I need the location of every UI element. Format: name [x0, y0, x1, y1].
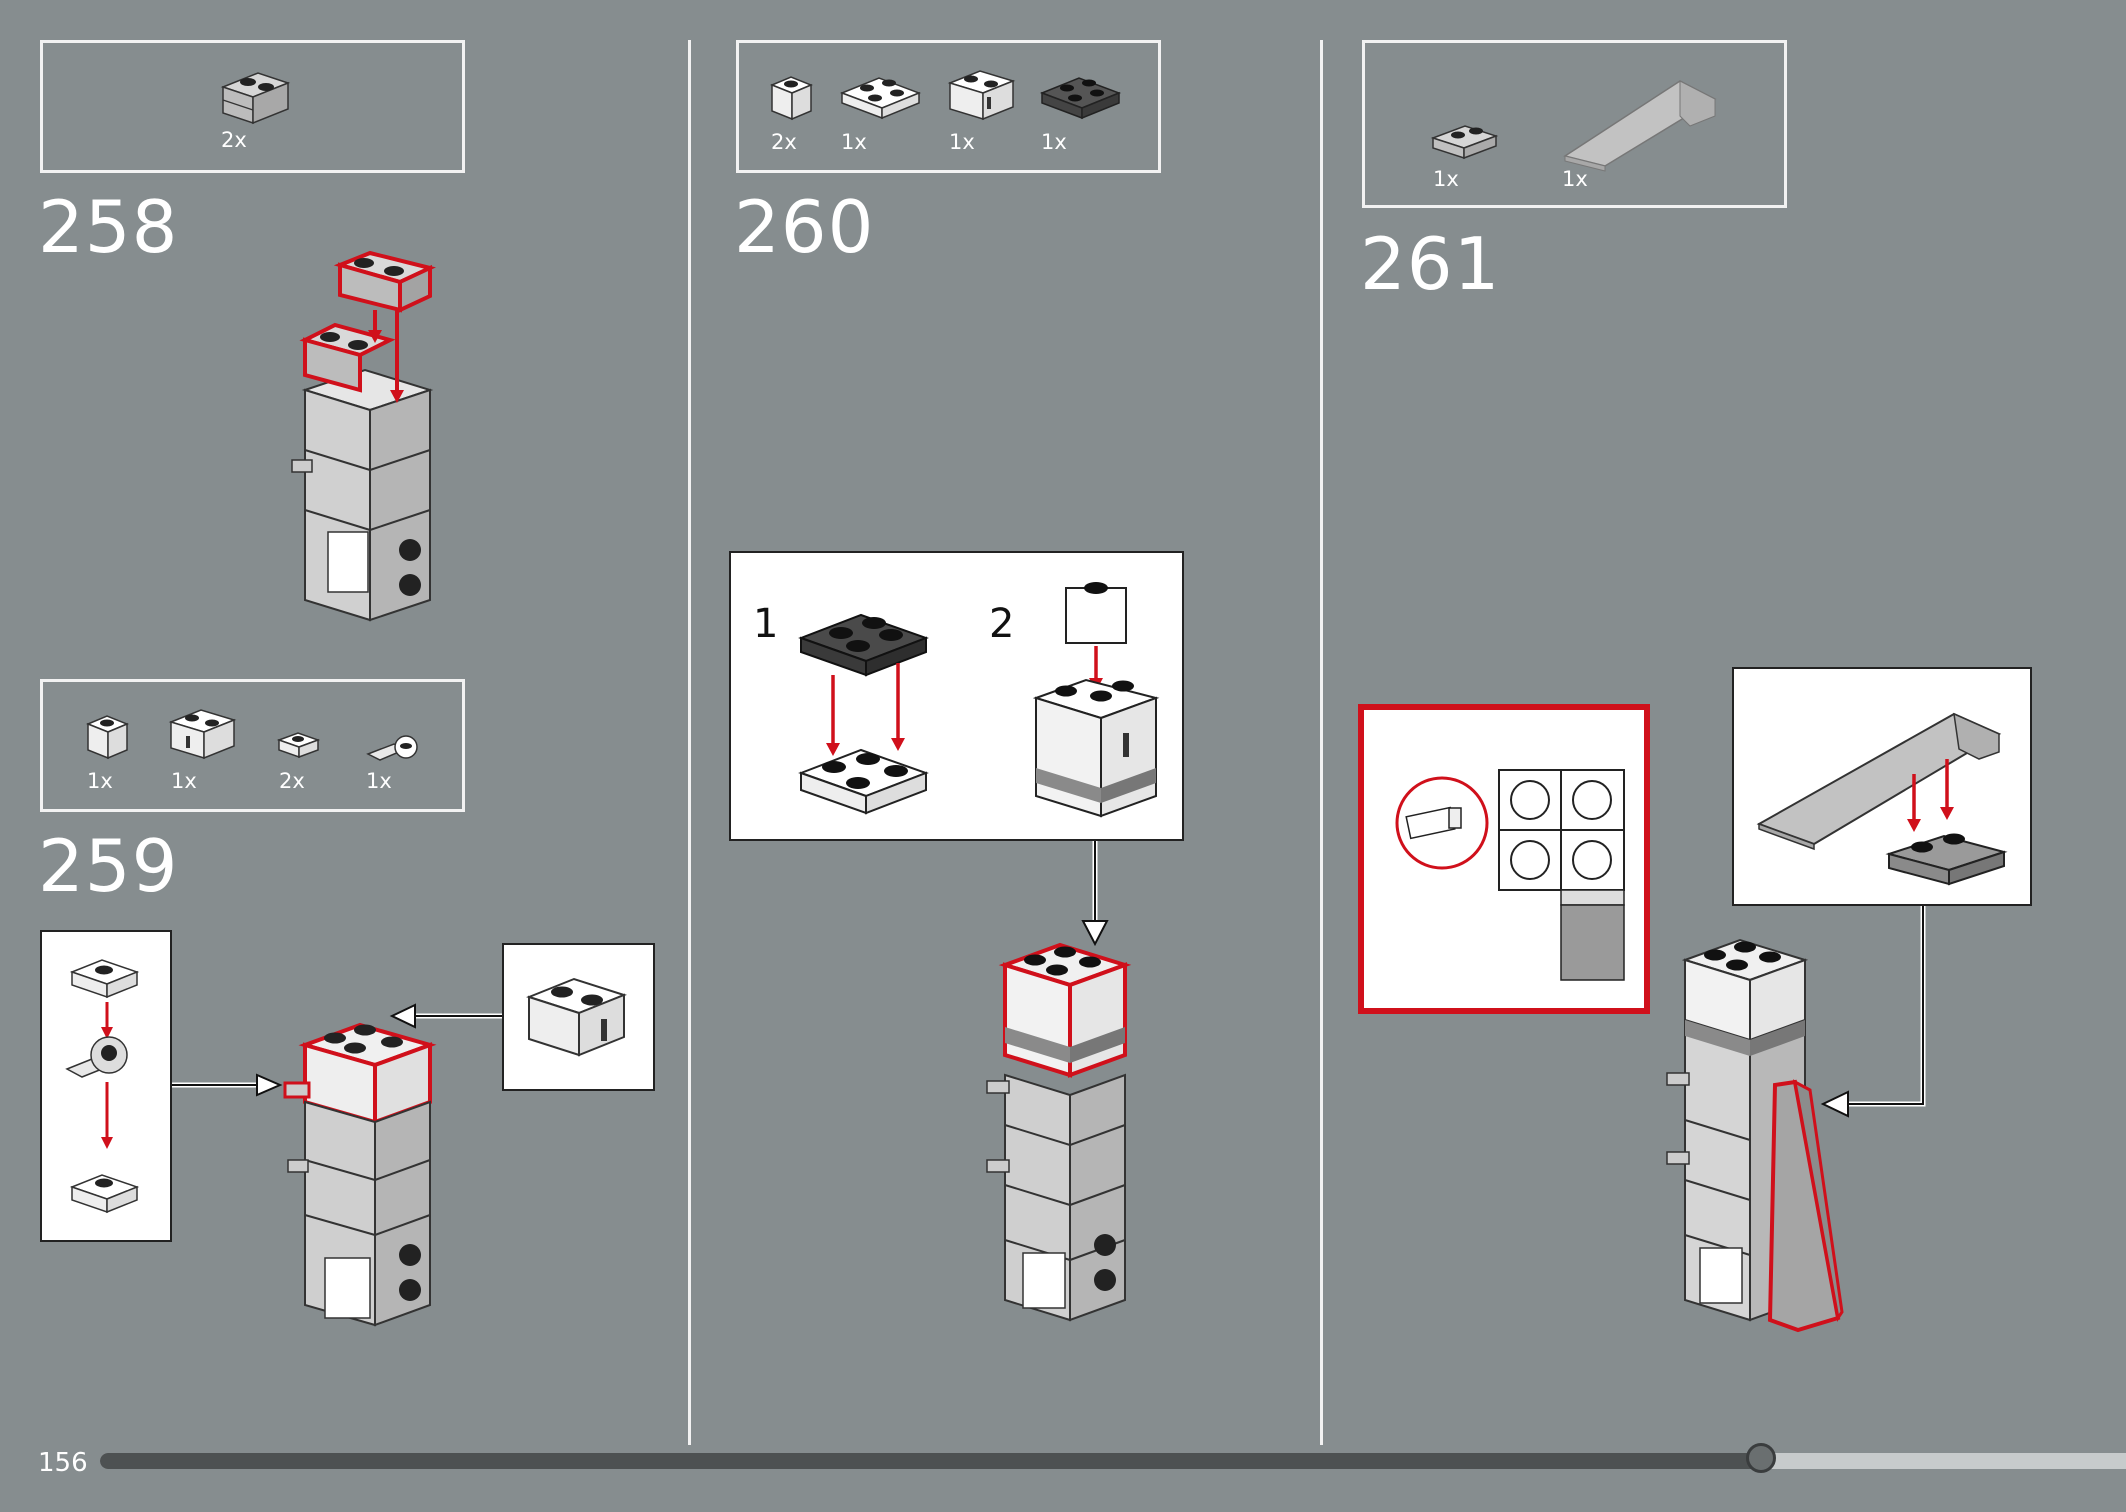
page-number: 156: [38, 1448, 88, 1478]
wedge-slope-icon: [1563, 80, 1717, 172]
brick-1x1-white-icon: [86, 715, 129, 760]
part-qty: 2x: [221, 128, 247, 152]
step-261-parts-box: 1x 1x: [1362, 40, 1787, 208]
step-number-259: 259: [38, 824, 179, 908]
brick-1x2-slot-icon: [947, 70, 1016, 121]
step-number-258: 258: [38, 185, 179, 269]
substep-number-2: 2: [989, 601, 1015, 647]
brick-1x1-white-icon: [770, 76, 813, 121]
step-260-callout: 1 2: [729, 551, 1184, 841]
step-number-261: 261: [1360, 222, 1501, 306]
substep-1-illustration: [798, 613, 929, 815]
arrow-callout-to-assembly-261: [1820, 906, 1926, 1118]
plate-clip-icon: [366, 735, 418, 761]
plate-2x2-white-icon: [839, 77, 922, 120]
step-259-callout-right: [502, 943, 655, 1091]
step-260-assembly-illustration: [986, 942, 1132, 1322]
column-divider-2: [1320, 40, 1323, 1445]
arrow-callout-to-assembly: [1081, 841, 1109, 947]
step-259-parts-box: 1x 1x 2x 1x: [40, 679, 465, 812]
step-number-260: 260: [734, 185, 875, 269]
plate-2x2-dark-gray-icon: [1039, 77, 1122, 120]
step-258-assembly-illustration: [291, 250, 436, 622]
substep-2-illustration: [1032, 582, 1160, 818]
arrow-from-callout: [389, 1003, 502, 1029]
wedge-onto-plate-illustration: [1756, 712, 2008, 886]
plate-1x1-white-icon: [276, 732, 321, 759]
brick-1x2-slot-icon: [168, 709, 237, 760]
progress-knob[interactable]: [1746, 1443, 1776, 1473]
progress-fill: [100, 1453, 1761, 1469]
part-qty: 1x: [949, 130, 975, 154]
part-qty: 1x: [841, 130, 867, 154]
step-261-detail-view: [1358, 704, 1650, 1014]
step-261-callout: [1732, 667, 2032, 906]
arrow-to-assembly: [172, 1073, 283, 1097]
column-divider-1: [688, 40, 691, 1445]
part-qty: 2x: [279, 769, 305, 793]
part-qty: 2x: [771, 130, 797, 154]
detail-view-illustration: [1395, 769, 1625, 981]
progress-track: [100, 1443, 2126, 1473]
step-261-assembly-illustration: [1666, 938, 1844, 1333]
plate-1x2-light-gray-icon: [1430, 125, 1499, 160]
step-260-parts-box: 2x 1x 1x 1x: [736, 40, 1161, 173]
step-258-parts-box: 2x: [40, 40, 465, 173]
substep-number-1: 1: [753, 601, 779, 647]
part-qty: 1x: [1433, 167, 1459, 191]
part-qty: 1x: [87, 769, 113, 793]
step-259-callout-left: [40, 930, 172, 1242]
step-259-assembly-illustration: [283, 1022, 437, 1327]
part-qty: 1x: [1562, 167, 1588, 191]
part-qty: 1x: [366, 769, 392, 793]
brick-1x2-grille-icon: [220, 72, 291, 125]
part-qty: 1x: [171, 769, 197, 793]
part-qty: 1x: [1041, 130, 1067, 154]
callout-subassembly-illustration: [65, 959, 140, 1214]
brick-1x2-slot-icon: [526, 977, 627, 1057]
